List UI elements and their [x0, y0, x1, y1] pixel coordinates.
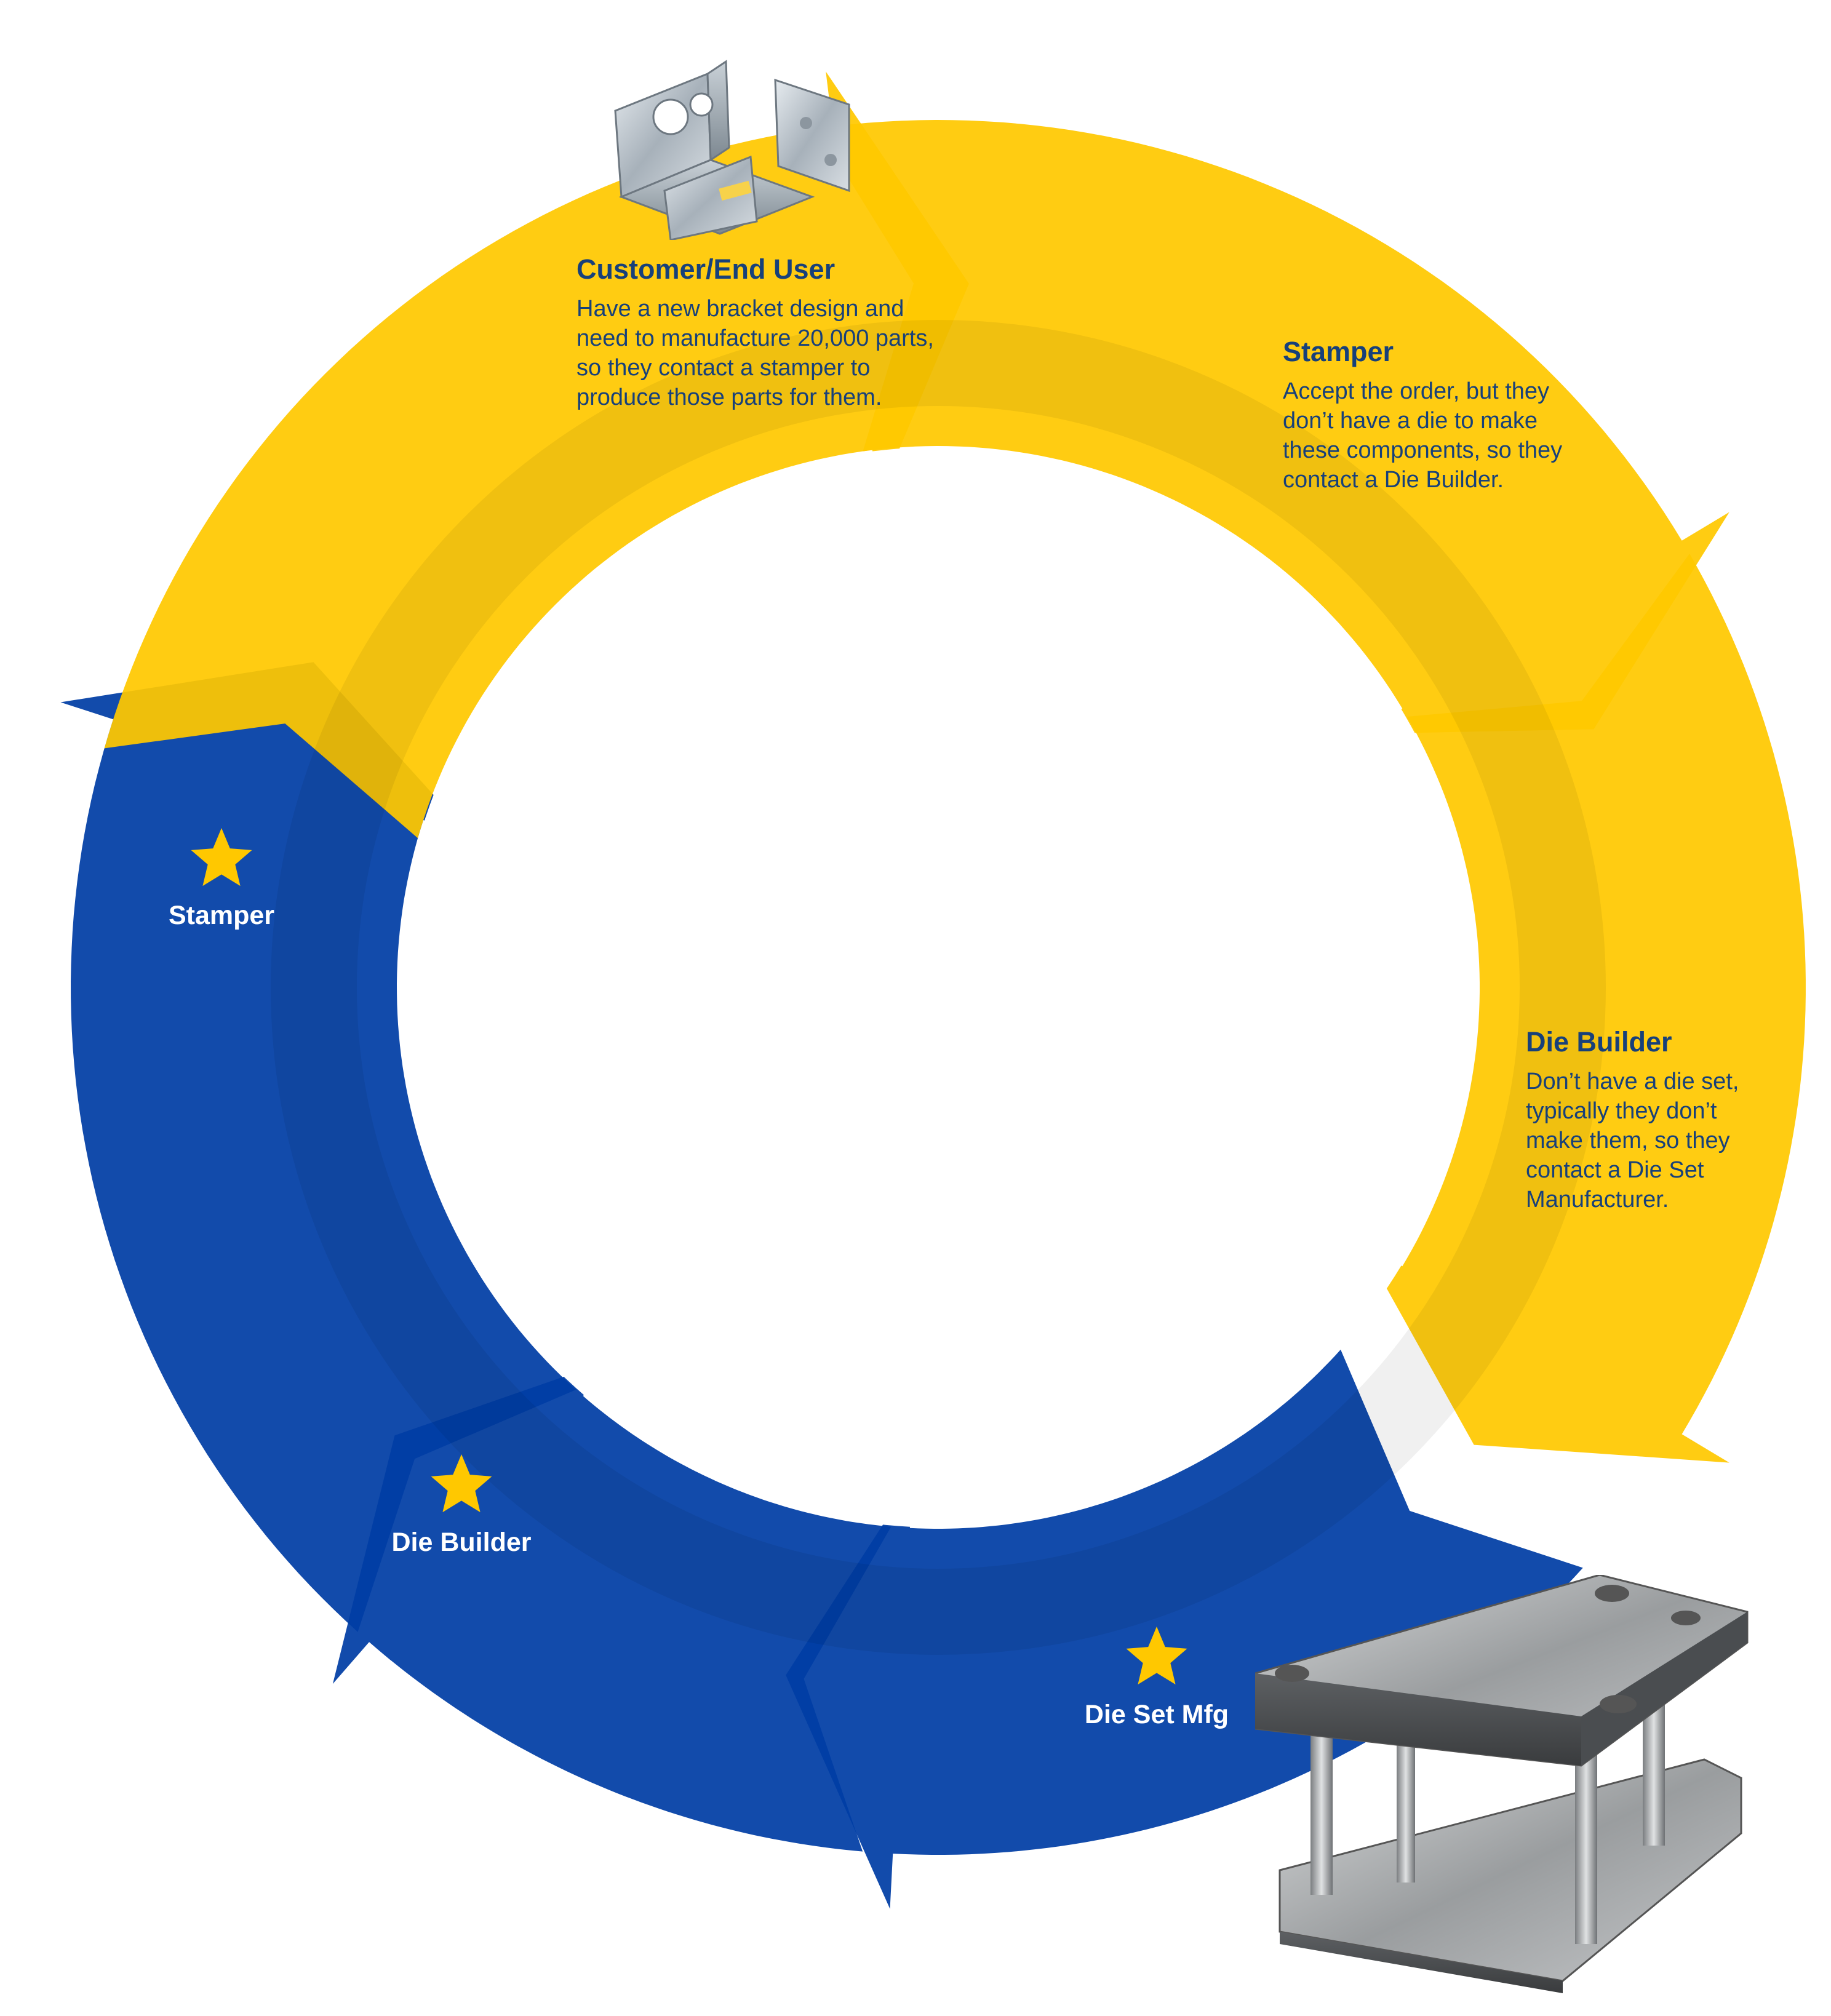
- blue-label-die-set-mfg: Die Set Mfg: [1084, 1700, 1229, 1729]
- step-customer: Customer/End User Have a new bracket des…: [576, 253, 946, 412]
- step-die-builder: Die Builder Don’t have a die set, typica…: [1526, 1026, 1772, 1214]
- arrow-stamper-to-die-builder: [817, 120, 1729, 734]
- step-stamper: Stamper Accept the order, but they don’t…: [1283, 336, 1578, 495]
- metal-bracket-image: [614, 60, 850, 240]
- star-icon: [431, 1454, 492, 1513]
- step-die-builder-description: Don’t have a die set, typically they don…: [1526, 1069, 1739, 1213]
- arrow-customer-to-stamper: [104, 71, 969, 839]
- step-stamper-description: Accept the order, but they don’t have a …: [1283, 378, 1563, 493]
- step-die-builder-title: Die Builder: [1526, 1026, 1672, 1058]
- arrow-die-builder-to-die-set-mfg: [786, 1349, 1583, 1909]
- blue-label-die-builder: Die Builder: [391, 1528, 532, 1557]
- star-icon: [191, 828, 252, 886]
- ring-shadow: [271, 320, 1606, 1655]
- star-icon: [1126, 1627, 1187, 1685]
- step-customer-title: Customer/End User: [576, 253, 836, 285]
- step-customer-description: Have a new bracket design and need to ma…: [576, 296, 934, 410]
- step-stamper-title: Stamper: [1283, 336, 1394, 367]
- arrow-die-builder-loop: [1360, 554, 1806, 1463]
- blue-label-stamper: Stamper: [168, 901, 275, 930]
- arrow-die-builder-to-stamper: [60, 662, 576, 1632]
- ring-center: [398, 447, 1478, 1528]
- die-set-image: [1255, 1575, 1749, 1993]
